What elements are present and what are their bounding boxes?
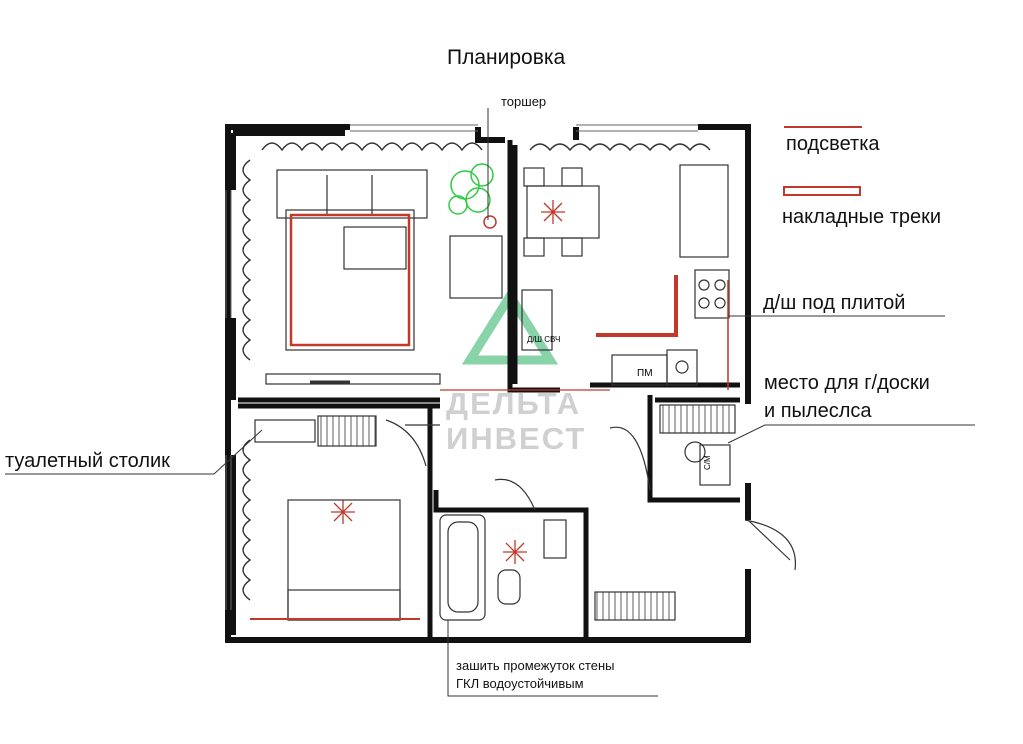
storage-shelf [659, 404, 736, 434]
legend [783, 126, 862, 196]
tracks [440, 275, 729, 391]
stove-exhaust-label: д/ш под плитой [763, 292, 906, 314]
watermark-line1: ДЕЛЬТА [446, 386, 582, 421]
bed [285, 209, 415, 351]
outer-walls [225, 124, 751, 643]
washer [684, 441, 706, 463]
legend-track-swatch [783, 186, 861, 196]
pillow [343, 226, 407, 270]
dressing-table-label: туалетный столик [5, 450, 170, 472]
windows [225, 124, 698, 610]
wall-note-line2: ГКЛ водоустойчивым [456, 676, 584, 691]
legend-tracks-label: накладные треки [782, 206, 942, 228]
toilet [497, 569, 521, 605]
fridge-code: ПМ [637, 368, 653, 379]
wall-note-line1: зашить промежуток стены [456, 658, 615, 673]
bedroom-furniture [254, 415, 427, 621]
bedroom-bed [287, 499, 401, 621]
curtains [242, 142, 711, 601]
plan-title: Планировка [447, 46, 566, 69]
bathtub [439, 514, 486, 621]
kitchen-sofa [679, 164, 729, 258]
sofa [276, 169, 428, 219]
stove [694, 269, 730, 319]
shoe-rack [594, 591, 676, 621]
bathroom-fixtures [439, 478, 567, 621]
living-room-furniture [265, 169, 503, 385]
chandelier-icon [331, 200, 565, 564]
hall-fixtures [405, 404, 796, 621]
washbasin [543, 519, 567, 559]
dressing-table [254, 419, 316, 443]
appliance-code: Д/Ш СВЧ [527, 335, 560, 344]
board-place-label-line2: и пылеслса [764, 400, 872, 422]
leader-lines [5, 108, 975, 697]
washer-code: С/М [703, 455, 712, 470]
plant-icon [448, 163, 497, 229]
bed-backlight [289, 213, 411, 347]
door-swing [385, 419, 427, 467]
microwave-cabinet [521, 289, 553, 351]
kitchen-furniture [521, 164, 730, 386]
legend-backlight-label: подсветка [786, 133, 880, 155]
radiator [317, 415, 377, 447]
sink [666, 349, 698, 386]
armchair [449, 235, 503, 299]
floor-lamp-label: торшер [501, 94, 547, 109]
board-place-label-line1: место для г/доски [764, 372, 930, 394]
bath-door-swing [494, 478, 536, 511]
watermark-line2: ИНВЕСТ [446, 421, 587, 456]
tv-stand [265, 373, 441, 385]
storage-door-swing [609, 426, 651, 491]
entrance-door-swing [744, 519, 796, 571]
